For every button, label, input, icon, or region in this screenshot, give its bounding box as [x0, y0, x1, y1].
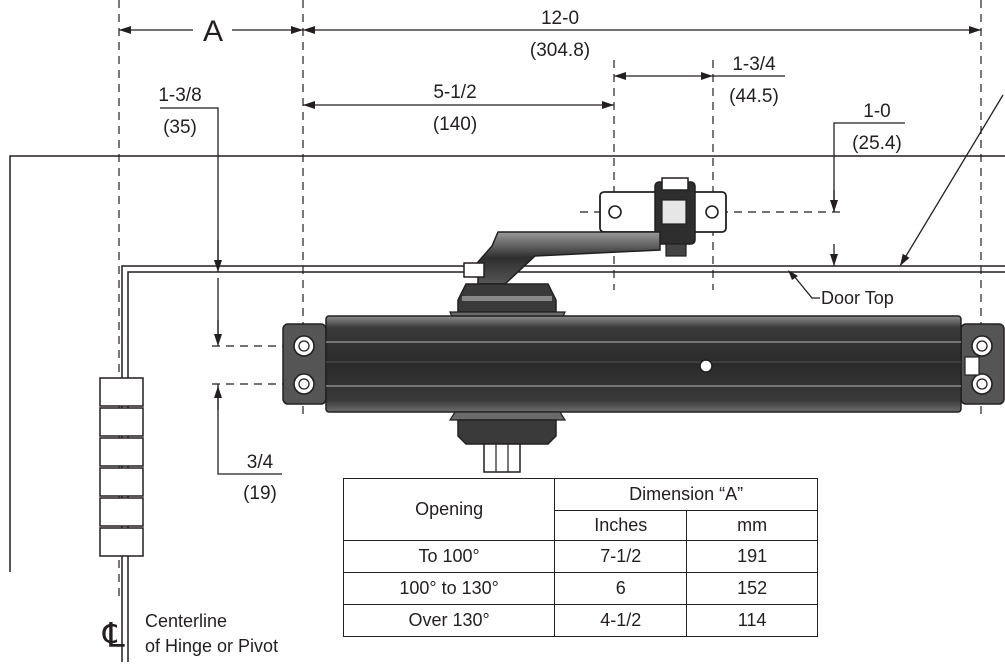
table-cell-inches: 6	[554, 572, 688, 605]
table-cell-inches: 7-1/2	[554, 540, 688, 573]
dimension-3-4-inches: 3/4	[247, 452, 274, 473]
door-edge-leader	[899, 94, 1004, 267]
table-header-dimension: Dimension “A”	[554, 478, 818, 511]
arm-shoe-bracket	[599, 177, 727, 257]
closer-body	[282, 315, 1005, 413]
table-row: Over 130° 4-1/2 114	[342, 604, 818, 637]
door-top-label: Door Top	[821, 288, 894, 308]
table-row: 100° to 130° 6 152	[342, 572, 818, 605]
centerline-label-line2: of Hinge or Pivot	[145, 636, 278, 656]
table-subheader-inches: Inches	[554, 510, 688, 541]
centerline-symbol: ℄	[102, 617, 125, 655]
table-subheader-mm: mm	[686, 510, 818, 541]
table-cell-opening: To 100°	[342, 540, 556, 573]
dimension-1-3-4-mm: (44.5)	[729, 86, 779, 107]
dimension-1-3-8-inches: 1-3/8	[158, 85, 201, 106]
table-cell-mm: 114	[686, 604, 818, 637]
dimension-a-label: A	[203, 15, 223, 48]
dimension-5-1-2-inches: 5-1/2	[433, 82, 476, 103]
dimension-5-1-2-mm: (140)	[433, 114, 477, 135]
closer-arm	[463, 231, 661, 285]
dimension-overall-mm: (304.8)	[530, 40, 590, 61]
pinion-bottom	[448, 411, 567, 473]
door-top-leader	[793, 275, 820, 299]
table-cell-opening: Over 130°	[342, 604, 556, 637]
table-row: To 100° 7-1/2 191	[342, 540, 818, 573]
dimension-overall-inches: 12-0	[541, 8, 579, 29]
dimension-3-4-leader	[217, 384, 282, 475]
table-cell-opening: 100° to 130°	[342, 572, 556, 605]
dimension-3-4-mm: (19)	[243, 483, 277, 504]
dimension-1-0-mm: (25.4)	[852, 133, 902, 154]
dimension-1-0-leader	[833, 122, 905, 212]
table-cell-mm: 152	[686, 572, 818, 605]
hinge	[99, 377, 144, 557]
table-header-opening: Opening	[342, 478, 556, 541]
centerline-label-line1: Centerline	[145, 611, 227, 631]
door-top-arrowhead	[788, 270, 798, 280]
dimension-1-3-8-mm: (35)	[163, 117, 197, 138]
dimension-1-3-4-inches: 1-3/4	[732, 54, 776, 75]
dimension-a-table: Opening Dimension “A” Inches mm To 100° …	[342, 478, 818, 637]
dimension-1-0-inches: 1-0	[863, 101, 890, 122]
table-cell-inches: 4-1/2	[554, 604, 688, 637]
dimension-1-3-8-leader	[160, 107, 219, 266]
table-cell-mm: 191	[686, 540, 818, 573]
